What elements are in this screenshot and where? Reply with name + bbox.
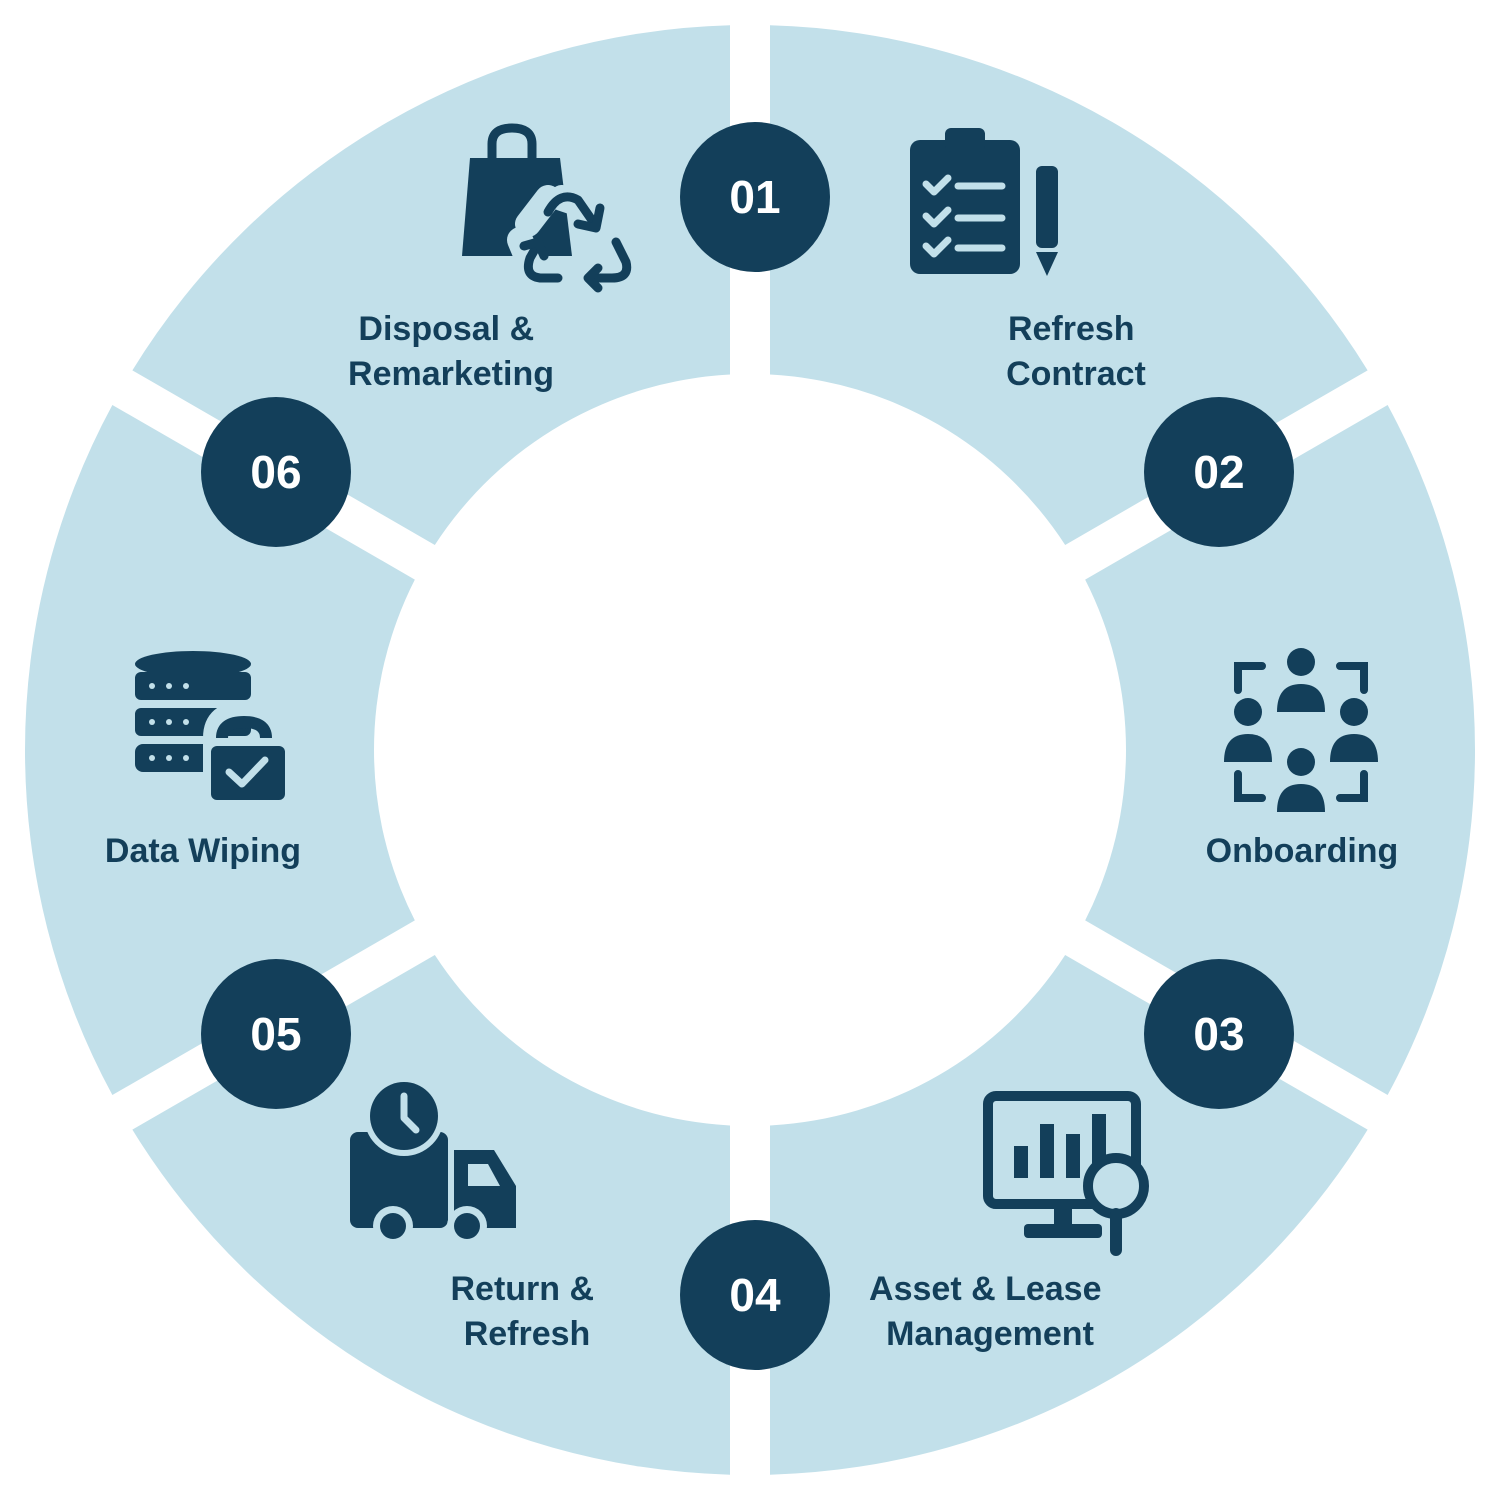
step-06-line2: Remarketing xyxy=(348,355,554,393)
step-badge-03: 03 xyxy=(1144,959,1294,1109)
step-badge-06-circle xyxy=(201,397,351,547)
step-number-03: 03 xyxy=(1193,1008,1244,1060)
shopping-bag-recycle-icon xyxy=(462,123,633,293)
step-label-02: Onboarding xyxy=(1206,832,1399,870)
step-number-02: 02 xyxy=(1193,446,1244,498)
step-04-line1: Return & xyxy=(450,1270,594,1308)
step-badge-04: 04 xyxy=(680,1220,830,1370)
database-lock-icon xyxy=(135,651,293,808)
team-people-icon xyxy=(1224,648,1378,812)
step-labels: Refresh Contract Onboarding Asset & Leas… xyxy=(105,310,1398,1353)
step-03-line2: Management xyxy=(886,1315,1094,1353)
step-badge-05-circle xyxy=(201,959,351,1109)
clipboard-checklist-icon xyxy=(910,128,1058,276)
step-label-03: Asset & Lease Management xyxy=(869,1270,1111,1353)
step-number-05: 05 xyxy=(250,1008,301,1060)
step-01-line2: Contract xyxy=(1006,355,1146,393)
step-04-line2: Refresh xyxy=(464,1315,591,1353)
step-badge-01-circle xyxy=(680,122,830,272)
delivery-truck-clock-icon xyxy=(350,1076,516,1246)
step-number-01: 01 xyxy=(729,171,780,223)
step-label-05: Data Wiping xyxy=(105,832,301,870)
step-badge-06: 06 xyxy=(201,397,351,547)
step-badge-05: 05 xyxy=(201,959,351,1109)
monitor-analytics-icon xyxy=(983,1091,1149,1256)
segment-onboarding xyxy=(1085,404,1476,1096)
step-05-line1: Data Wiping xyxy=(105,832,301,870)
number-badges: 01 02 03 04 05 06 xyxy=(201,122,1294,1370)
step-badge-01: 01 xyxy=(680,122,830,272)
step-badge-03-circle xyxy=(1144,959,1294,1109)
step-number-04: 04 xyxy=(729,1269,781,1321)
step-badge-02-circle xyxy=(1144,397,1294,547)
step-label-01: Refresh Contract xyxy=(1006,310,1146,393)
step-number-06: 06 xyxy=(250,446,301,498)
step-03-line1: Asset & Lease xyxy=(869,1270,1101,1308)
step-01-line1: Refresh xyxy=(1008,310,1135,348)
step-badge-04-circle xyxy=(680,1220,830,1370)
step-label-04: Return & Refresh xyxy=(450,1270,603,1353)
step-02-line1: Onboarding xyxy=(1206,832,1399,870)
step-badge-02: 02 xyxy=(1144,397,1294,547)
step-06-line1: Disposal & xyxy=(358,310,534,348)
step-label-06: Disposal & Remarketing xyxy=(348,310,554,393)
